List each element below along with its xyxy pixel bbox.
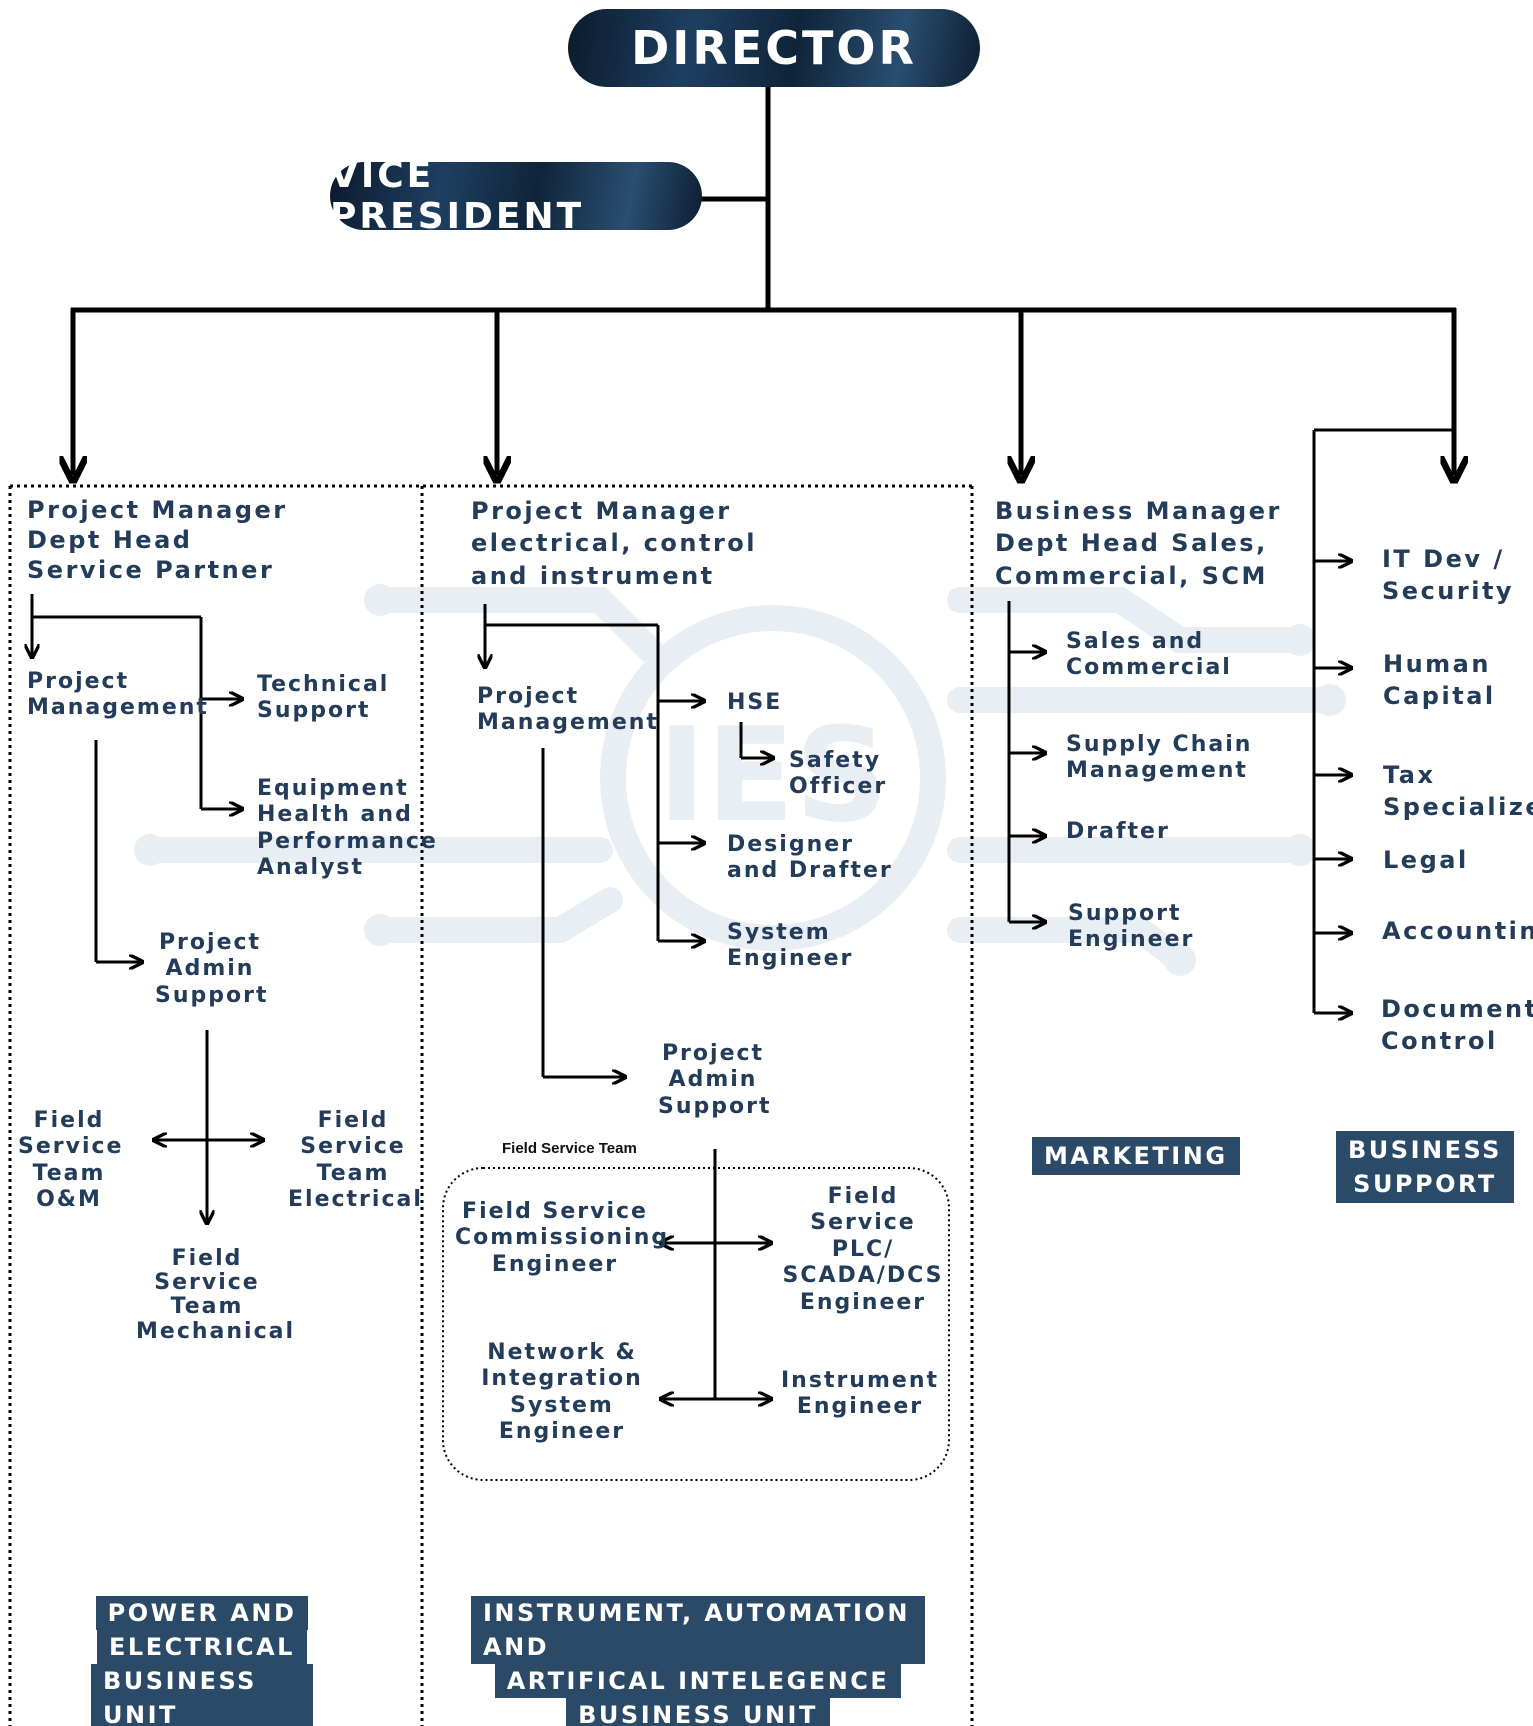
director-label: DIRECTOR: [631, 21, 917, 75]
col2-hse: HSE: [727, 690, 783, 715]
vice-president-node: VICE PRESIDENT: [330, 155, 702, 237]
field-service-team-label: Field Service Team: [502, 1140, 637, 1157]
col2-instrument-engineer: Instrument Engineer: [781, 1368, 939, 1420]
col1-unit-badge: POWER AND ELECTRICAL BUSINESS UNIT: [91, 1596, 313, 1726]
col1-unit-line-2: ELECTRICAL: [97, 1630, 307, 1664]
col3-drafter: Drafter: [1066, 819, 1170, 844]
col2-network-integration-engineer: Network & Integration System Engineer: [481, 1340, 643, 1445]
col2-commissioning-engineer: Field Service Commissioning Engineer: [455, 1199, 670, 1277]
col4-it-security: IT Dev / Security: [1382, 545, 1515, 606]
col2-project-management: Project Management: [477, 684, 659, 736]
col3-support-engineer: Support Engineer: [1068, 901, 1195, 953]
col2-unit-line-3: BUSINESS UNIT: [566, 1698, 830, 1726]
col2-head: Project Manager electrical, control and …: [471, 497, 757, 590]
col2-designer-drafter: Designer and Drafter: [727, 832, 893, 884]
col2-unit-badge: INSTRUMENT, AUTOMATION AND ARTIFICAL INT…: [471, 1596, 925, 1726]
col4-document-control: Document Control: [1381, 995, 1533, 1056]
col2-plc-scada-dcs-engineer: Field Service PLC/ SCADA/DCS Engineer: [782, 1184, 944, 1315]
col1-project-admin-support: Project Admin Support: [155, 930, 269, 1008]
col2-project-admin-support: Project Admin Support: [658, 1041, 772, 1119]
col1-project-management: Project Management: [27, 669, 209, 721]
col2-unit-line-1: INSTRUMENT, AUTOMATION AND: [471, 1596, 925, 1664]
col1-unit-line-3: BUSINESS UNIT: [91, 1664, 313, 1726]
col3-sales-commercial: Sales and Commercial: [1066, 629, 1232, 681]
col1-technical-support: Technical Support: [257, 672, 390, 724]
col1-equipment-analyst: Equipment Health and Performance Analyst: [257, 776, 438, 881]
col3-head: Business Manager Dept Head Sales, Commer…: [995, 497, 1282, 590]
col4-tax-specialize: Tax Specialize: [1383, 761, 1533, 822]
col3-supply-chain: Supply Chain Management: [1066, 732, 1253, 784]
col4-accounting: Accounting: [1382, 917, 1533, 945]
col1-fst-mechanical: Field Service Team Mechanical: [136, 1246, 295, 1344]
col1-unit-line-1: POWER AND: [95, 1596, 309, 1630]
col4-legal: Legal: [1383, 846, 1469, 874]
col1-fst-om: Field Service Team O&M: [18, 1108, 124, 1213]
col1-fst-electrical: Field Service Team Electrical: [288, 1108, 423, 1213]
vice-president-label: VICE PRESIDENT: [330, 155, 585, 237]
col1-head: Project Manager Dept Head Service Partne…: [27, 496, 288, 584]
col2-system-engineer: System Engineer: [727, 920, 854, 972]
svg-text:IES: IES: [658, 699, 889, 851]
col4-unit-badge: BUSINESS SUPPORT: [1336, 1131, 1514, 1203]
col3-unit-badge: MARKETING: [1032, 1137, 1240, 1175]
col2-safety-officer: Safety Officer: [789, 748, 888, 800]
col4-human-capital: Human Capital: [1383, 650, 1496, 711]
director-node: DIRECTOR: [568, 9, 980, 87]
col2-unit-line-2: ARTIFICAL INTELEGENCE: [494, 1664, 902, 1698]
